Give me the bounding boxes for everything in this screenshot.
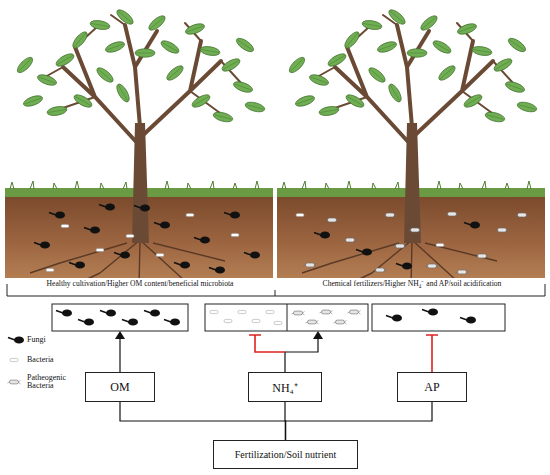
connector xyxy=(286,402,433,440)
soil-microbes-right xyxy=(296,212,529,274)
connector xyxy=(284,402,286,440)
connector xyxy=(120,402,286,440)
microbe-box-fungi-left xyxy=(52,304,188,331)
legend-text: Fungi xyxy=(27,336,75,344)
legend-sample xyxy=(6,354,24,366)
microbe-box-fungi-right xyxy=(372,304,505,331)
legend-sample xyxy=(6,376,24,388)
legend-text: Bacteria xyxy=(27,356,75,364)
nutrient-box: OM xyxy=(85,372,155,402)
regulation-arrows xyxy=(115,331,438,372)
panel-label: Healthy cultivation/Higher OM content/be… xyxy=(8,280,272,288)
box-text: OM xyxy=(110,380,129,395)
soil-microbes-left xyxy=(34,203,260,273)
nutrient-box: Fertilization/Soil nutrient xyxy=(213,440,358,469)
legend-sample xyxy=(6,334,24,346)
microbe-box-bacteria xyxy=(205,304,368,331)
box-text: Fertilization/Soil nutrient xyxy=(235,449,336,460)
tree-left xyxy=(5,7,273,287)
legend: FungiBacteriaPatheogenic Bacteria xyxy=(6,334,76,399)
tree-right xyxy=(277,7,545,287)
nutrient-box: AP xyxy=(397,372,467,402)
nutrient-box: NH₄⁺ xyxy=(248,372,322,402)
panel-label: Chemical fertilizers/Higher NH₄⁻ and AP/… xyxy=(280,280,544,288)
box-text: NH₄⁺ xyxy=(272,379,298,396)
legend-text: Patheogenic Bacteria xyxy=(27,374,75,391)
label-strip xyxy=(5,278,545,290)
box-text: AP xyxy=(424,380,439,395)
